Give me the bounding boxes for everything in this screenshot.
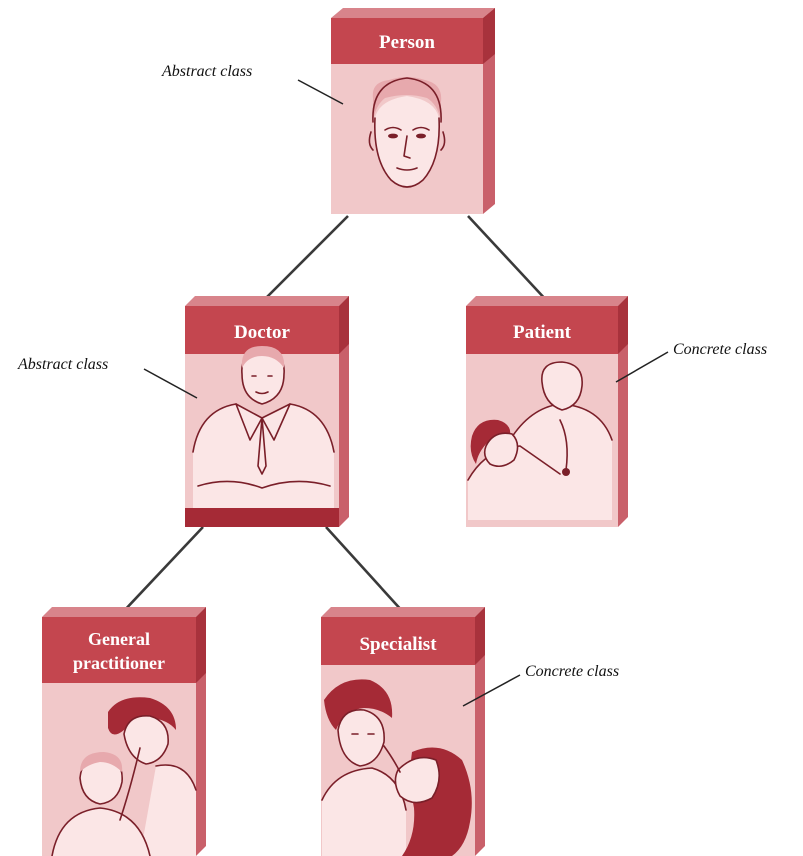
annotation-patient-text: Concrete class xyxy=(673,341,767,358)
person-label: Person xyxy=(379,32,435,53)
annotation-person: Abstract class xyxy=(161,63,343,104)
specialist-box: Specialist xyxy=(321,607,485,856)
connector-doctor-gp xyxy=(122,527,203,613)
general-practitioner-label-line2: practitioner xyxy=(73,653,165,673)
connector-person-doctor xyxy=(262,216,348,302)
annotation-specialist: Concrete class xyxy=(463,663,619,706)
patient-label: Patient xyxy=(513,322,572,343)
annotation-person-text: Abstract class xyxy=(161,63,252,80)
annotation-doctor: Abstract class xyxy=(17,356,197,398)
person-box: Person xyxy=(331,8,495,214)
connector-doctor-specialist xyxy=(326,527,404,613)
general-practitioner-label-line1: General xyxy=(88,629,150,649)
specialist-label: Specialist xyxy=(359,634,437,655)
annotation-doctor-text: Abstract class xyxy=(17,356,108,373)
annotation-patient: Concrete class xyxy=(616,341,767,382)
doctor-label: Doctor xyxy=(234,322,290,343)
annotation-specialist-text: Concrete class xyxy=(525,663,619,680)
doctor-box: Doctor xyxy=(185,296,349,527)
general-practitioner-box: General practitioner xyxy=(42,607,206,856)
connector-person-patient xyxy=(468,216,548,302)
patient-box: Patient xyxy=(466,296,628,527)
